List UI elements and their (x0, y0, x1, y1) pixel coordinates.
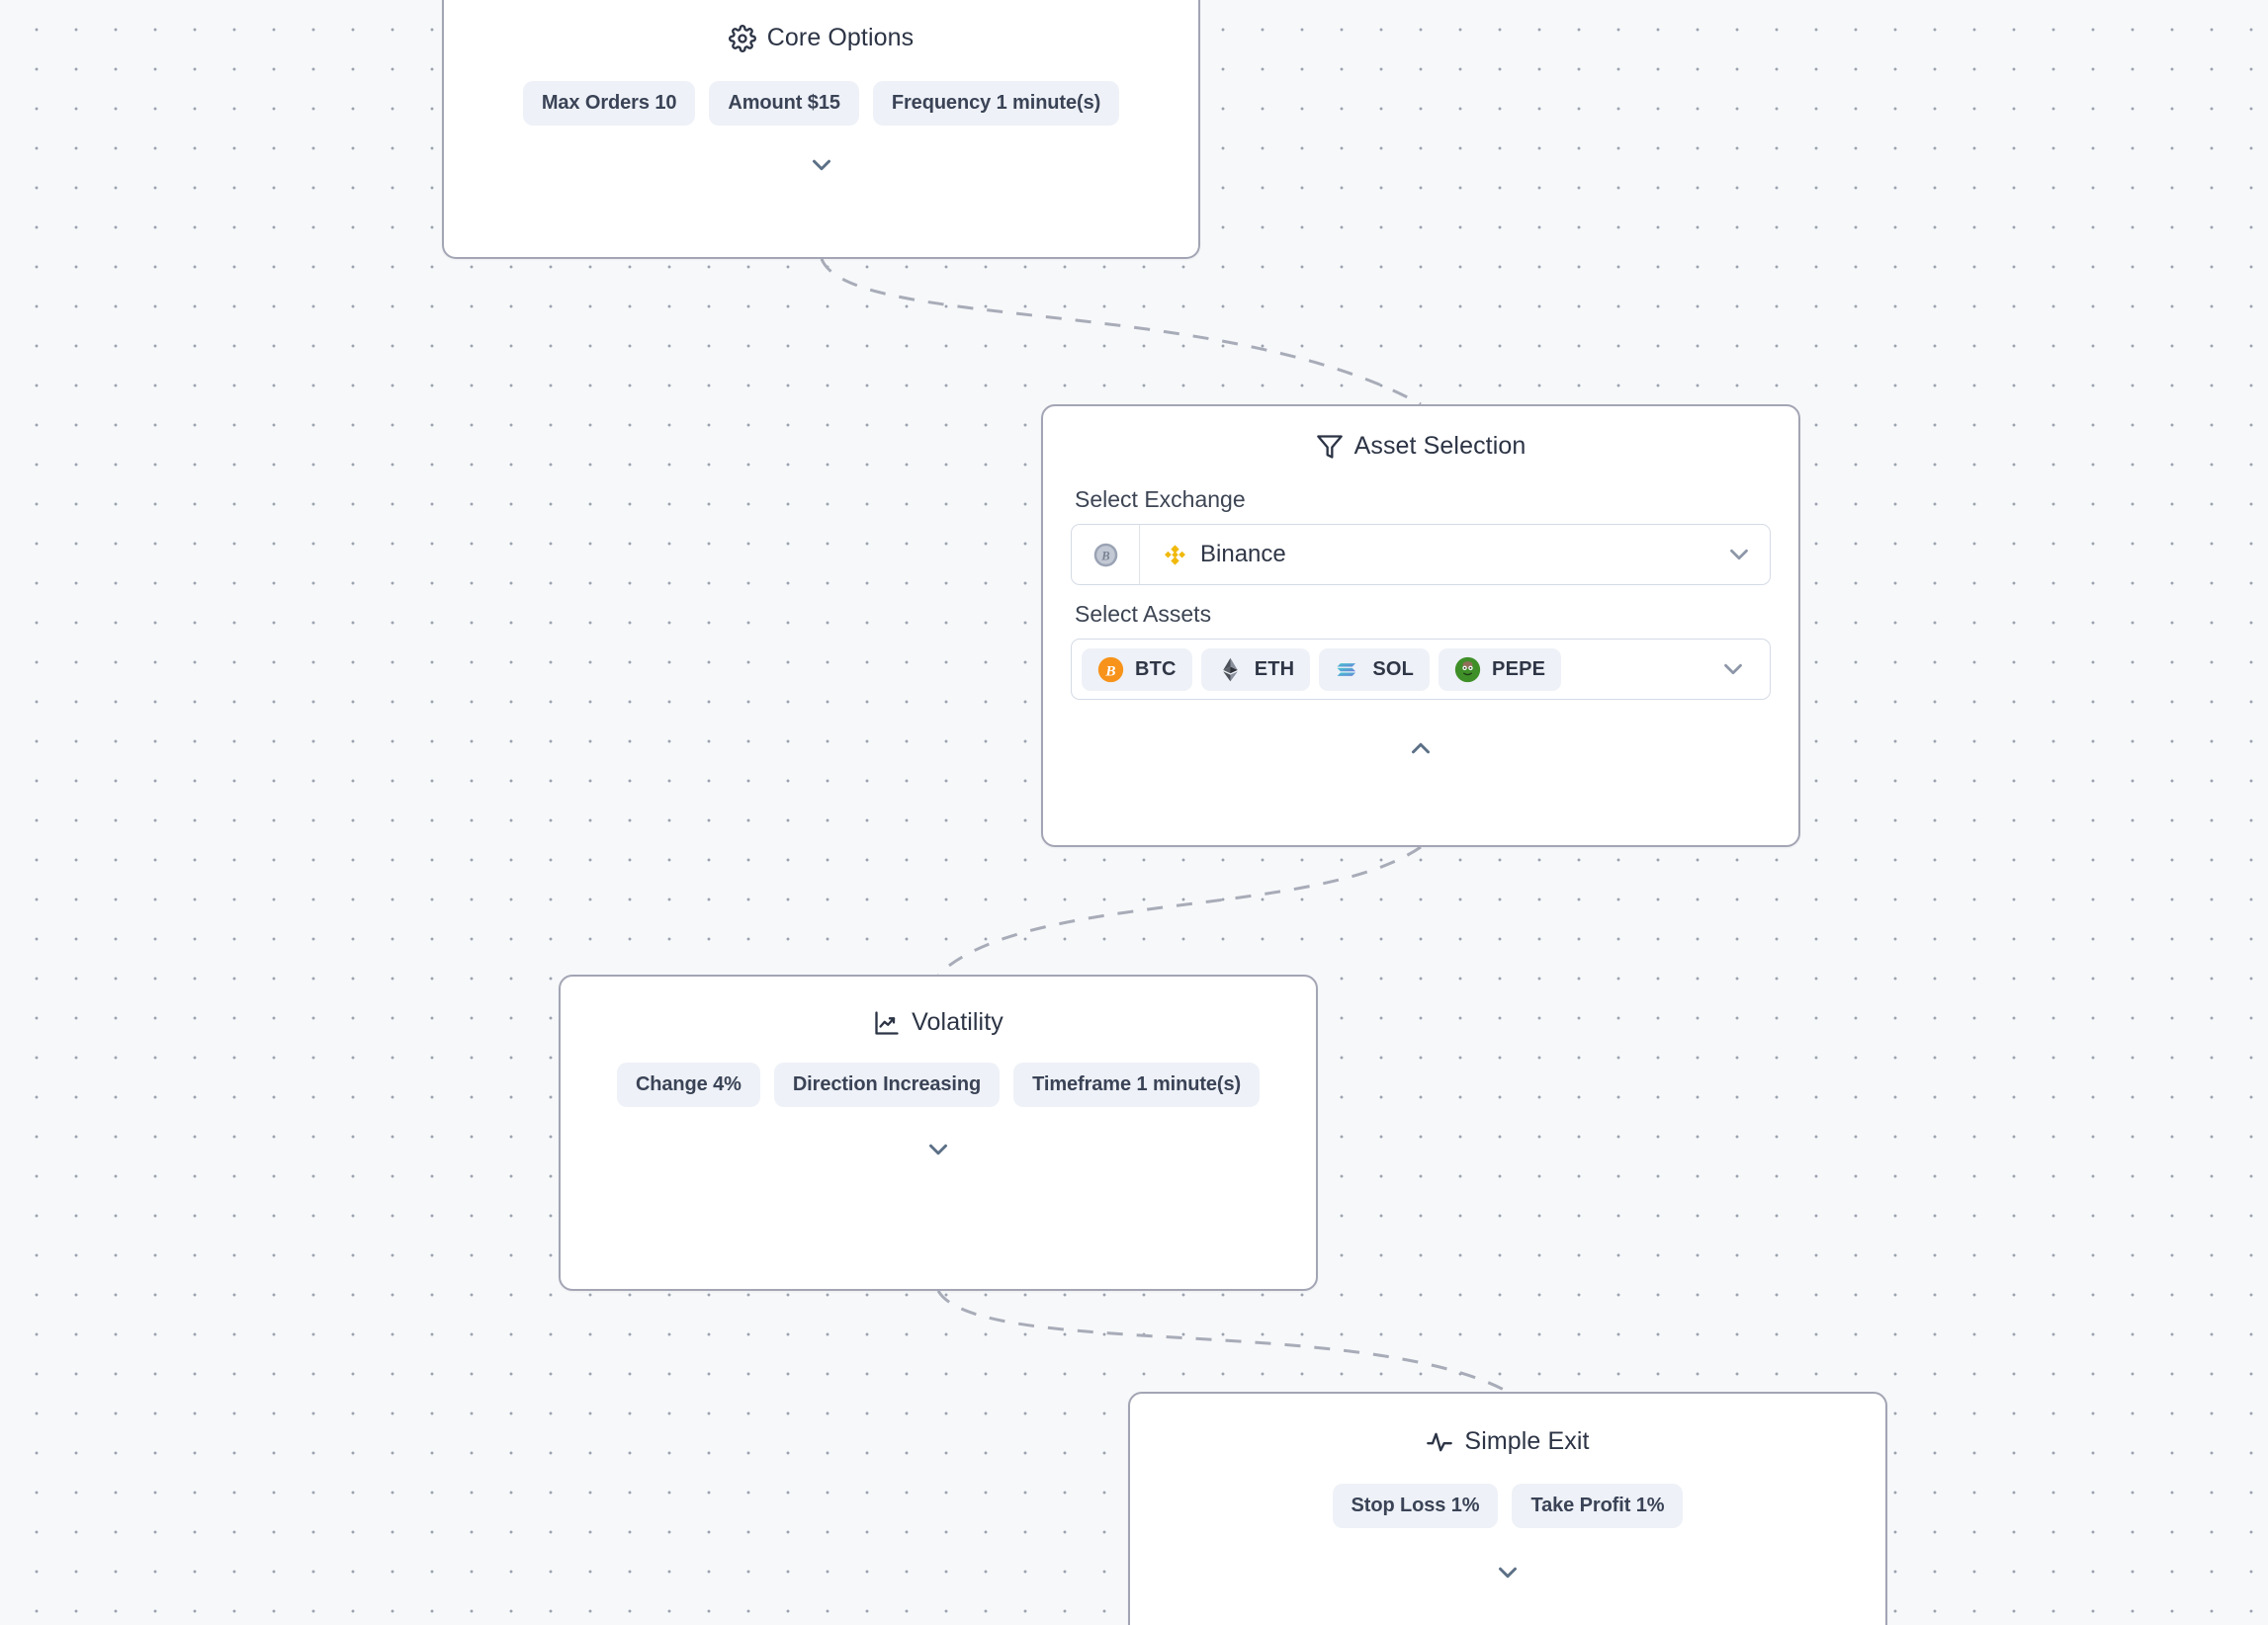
chip-take-profit[interactable]: Take Profit 1% (1512, 1484, 1684, 1528)
assets-multiselect[interactable]: B BTC ETH (1071, 639, 1771, 700)
node-asset-selection[interactable]: Asset Selection Select Exchange B (1041, 404, 1800, 847)
line-chart-up-icon (875, 1010, 899, 1035)
select-exchange-label: Select Exchange (1075, 486, 1246, 512)
chip-frequency[interactable]: Frequency 1 minute(s) (872, 81, 1120, 126)
gear-icon (728, 24, 756, 52)
chevron-up-icon (1412, 742, 1430, 754)
exchange-dropdown-caret[interactable] (1708, 525, 1770, 584)
chevron-down-icon (1724, 663, 1742, 675)
chevron-down-icon (812, 159, 830, 171)
expand-toggle-volatility[interactable] (561, 1135, 1316, 1164)
asset-symbol: PEPE (1492, 657, 1546, 680)
exchange-select[interactable]: B Binance (1071, 524, 1771, 585)
chip-direction[interactable]: Direction Increasing (773, 1063, 1001, 1107)
node-header: Asset Selection (1071, 432, 1771, 461)
asset-symbol: ETH (1254, 657, 1295, 680)
chip-amount[interactable]: Amount $15 (709, 81, 859, 126)
bitcoin-icon: B (1097, 656, 1124, 682)
chip-change[interactable]: Change 4% (616, 1063, 760, 1107)
svg-text:B: B (1100, 549, 1109, 562)
asset-symbol: BTC (1135, 657, 1177, 680)
asset-chip-list: B BTC ETH (1082, 647, 1702, 691)
edge-core-to-asset (820, 258, 1422, 406)
chip-group: Max Orders 10 Amount $15 Frequency 1 min… (444, 81, 1198, 126)
pepe-icon (1454, 656, 1481, 682)
collapse-toggle-asset-selection[interactable] (1071, 733, 1771, 763)
filter-funnel-icon (1316, 434, 1343, 459)
asset-chip-btc[interactable]: B BTC (1082, 647, 1192, 691)
chip-group: Change 4% Direction Increasing Timeframe… (613, 1063, 1263, 1107)
node-volatility[interactable]: Volatility Change 4% Direction Increasin… (559, 975, 1318, 1291)
node-simple-exit[interactable]: Simple Exit Stop Loss 1% Take Profit 1% (1128, 1392, 1887, 1625)
select-assets-label: Select Assets (1075, 601, 1212, 627)
node-title: Asset Selection (1353, 432, 1527, 460)
node-title: Simple Exit (1464, 1427, 1590, 1455)
chip-timeframe[interactable]: Timeframe 1 minute(s) (1013, 1063, 1261, 1107)
asset-chip-eth[interactable]: ETH (1200, 647, 1311, 691)
assets-dropdown-caret[interactable] (1702, 654, 1764, 684)
asset-chip-pepe[interactable]: PEPE (1439, 647, 1562, 691)
svg-text:B: B (1104, 662, 1115, 679)
exchange-value-wrap: Binance (1140, 525, 1708, 584)
edge-asset-to-volatility (936, 845, 1422, 977)
bitcoin-coin-glyph: B (1093, 543, 1117, 566)
node-header: Volatility (561, 1008, 1316, 1037)
node-header: Core Options (444, 24, 1198, 52)
edge-volatility-to-exit (936, 1290, 1509, 1394)
exchange-value: Binance (1200, 541, 1286, 567)
expand-toggle-core-options[interactable] (444, 150, 1198, 180)
bitcoin-coin-icon: B (1072, 525, 1140, 584)
chip-stop-loss[interactable]: Stop Loss 1% (1332, 1484, 1499, 1528)
node-title: Core Options (766, 24, 915, 51)
expand-toggle-simple-exit[interactable] (1130, 1558, 1885, 1587)
node-header: Simple Exit (1130, 1427, 1885, 1456)
node-core-options[interactable]: Core Options Max Orders 10 Amount $15 Fr… (442, 0, 1200, 259)
chevron-down-icon (1499, 1567, 1517, 1579)
activity-pulse-icon (1427, 1432, 1453, 1451)
chevron-down-icon (929, 1144, 947, 1155)
ethereum-icon (1222, 657, 1238, 681)
asset-chip-sol[interactable]: SOL (1319, 647, 1431, 691)
binance-logo-icon (1165, 544, 1185, 565)
chip-max-orders[interactable]: Max Orders 10 (522, 81, 696, 126)
node-title: Volatility (912, 1008, 1003, 1036)
solana-icon (1337, 662, 1356, 676)
asset-symbol: SOL (1372, 657, 1415, 680)
chevron-down-icon (1730, 549, 1748, 560)
chip-group: Stop Loss 1% Take Profit 1% (1130, 1484, 1885, 1528)
